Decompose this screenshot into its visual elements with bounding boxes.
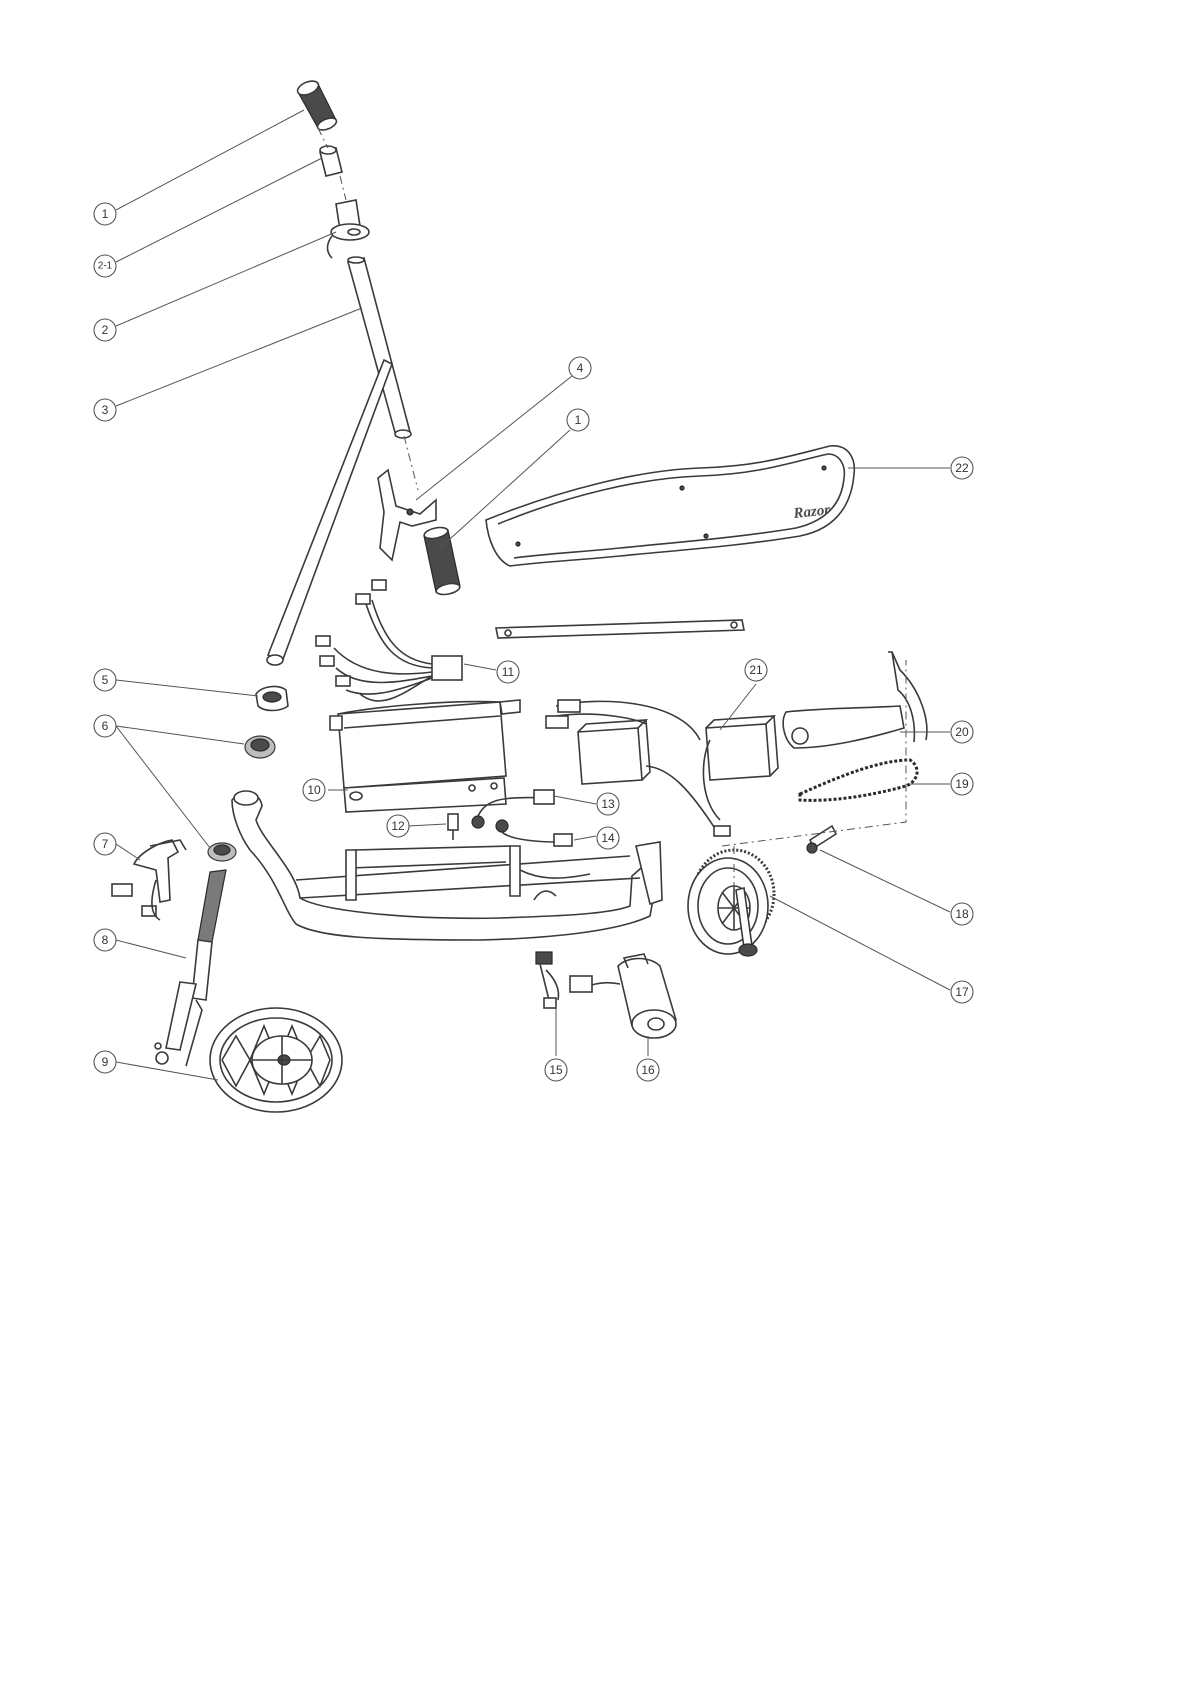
callout-20-label: 20 bbox=[955, 725, 969, 739]
callout-7: 7 bbox=[94, 833, 116, 855]
callout-13: 13 bbox=[597, 793, 619, 815]
part-21-batteries bbox=[546, 700, 778, 836]
callout-14: 14 bbox=[597, 827, 619, 849]
part-16-motor bbox=[570, 954, 676, 1038]
callout-18-label: 18 bbox=[955, 907, 969, 921]
callout-5: 5 bbox=[94, 669, 116, 691]
callout-1: 1 bbox=[94, 203, 116, 225]
callout-1-label: 1 bbox=[102, 207, 109, 221]
callout-6-label: 6 bbox=[102, 719, 109, 733]
part-10-battery-box bbox=[330, 700, 520, 812]
callout-2-1-label: 2-1 bbox=[98, 261, 113, 272]
callout-20: 20 bbox=[951, 721, 973, 743]
part-20-chain-guard bbox=[783, 652, 927, 748]
callout-10-label: 10 bbox=[307, 783, 321, 797]
callout-5-label: 5 bbox=[102, 673, 109, 687]
callout-1-lower: 1 bbox=[567, 409, 589, 431]
callout-1-lower-label: 1 bbox=[575, 413, 582, 427]
callout-6: 6 bbox=[94, 715, 116, 737]
part-14-fuse-connector bbox=[496, 820, 572, 846]
part-22-deck: Razor bbox=[486, 446, 854, 566]
part-17-rear-wheel bbox=[688, 850, 774, 956]
deck-bracket-strip bbox=[496, 620, 744, 638]
callout-2-1: 2-1 bbox=[94, 255, 116, 277]
callout-17-label: 17 bbox=[955, 985, 969, 999]
part-5-clamp bbox=[256, 687, 288, 711]
callout-15-label: 15 bbox=[549, 1063, 563, 1077]
part-11-wiring-harness bbox=[316, 580, 462, 701]
callout-9: 9 bbox=[94, 1051, 116, 1073]
callout-16: 16 bbox=[637, 1059, 659, 1081]
callout-2-label: 2 bbox=[102, 323, 109, 337]
callout-3-label: 3 bbox=[102, 403, 109, 417]
callout-19: 19 bbox=[951, 773, 973, 795]
part-2-throttle bbox=[328, 200, 370, 258]
callout-3: 3 bbox=[94, 399, 116, 421]
callout-21-label: 21 bbox=[749, 663, 763, 677]
part-6-bearing-upper bbox=[245, 736, 275, 758]
callout-10: 10 bbox=[303, 779, 325, 801]
callout-4: 4 bbox=[569, 357, 591, 379]
callout-8: 8 bbox=[94, 929, 116, 951]
callout-12-label: 12 bbox=[391, 819, 405, 833]
part-12-switch bbox=[448, 814, 458, 840]
callout-13-label: 13 bbox=[601, 797, 615, 811]
callout-14-label: 14 bbox=[601, 831, 615, 845]
frame bbox=[232, 791, 662, 940]
callout-11: 11 bbox=[497, 661, 519, 683]
part-7-brake bbox=[112, 840, 186, 920]
callout-7-label: 7 bbox=[102, 837, 109, 851]
callout-9-label: 9 bbox=[102, 1055, 109, 1069]
callout-22-label: 22 bbox=[955, 461, 969, 475]
part-19-chain bbox=[800, 760, 917, 800]
callout-16-label: 16 bbox=[641, 1063, 655, 1077]
callout-12: 12 bbox=[387, 815, 409, 837]
callout-21: 21 bbox=[745, 659, 767, 681]
part-3-stem-tube bbox=[267, 360, 392, 665]
callout-19-label: 19 bbox=[955, 777, 969, 791]
callout-11-label: 11 bbox=[502, 665, 515, 679]
callout-2: 2 bbox=[94, 319, 116, 341]
callout-22: 22 bbox=[951, 457, 973, 479]
callout-18: 18 bbox=[951, 903, 973, 925]
part-18-tensioner bbox=[807, 826, 836, 853]
callout-17: 17 bbox=[951, 981, 973, 1003]
part-1-grip-lower bbox=[423, 526, 461, 597]
part-2-1-throttle-sleeve bbox=[320, 146, 342, 176]
part-3-handlebar-tube bbox=[348, 257, 411, 438]
part-15-connector bbox=[536, 952, 559, 1008]
callout-8-label: 8 bbox=[102, 933, 109, 947]
part-6-bearing-lower bbox=[208, 843, 236, 861]
callout-15: 15 bbox=[545, 1059, 567, 1081]
callout-4-label: 4 bbox=[577, 361, 584, 375]
part-9-front-wheel bbox=[210, 1008, 342, 1112]
part-1-grip-top bbox=[296, 78, 339, 132]
